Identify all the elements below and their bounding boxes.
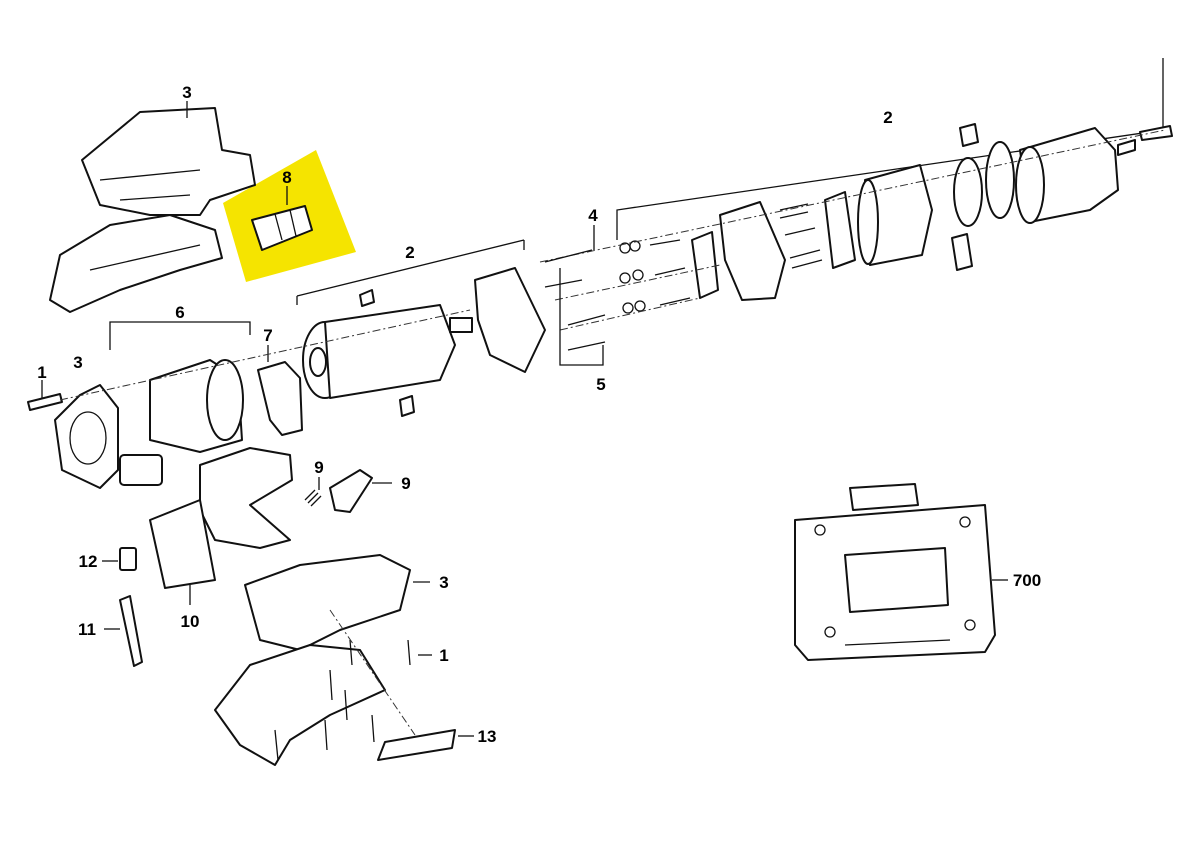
label-3-endcap: 3 bbox=[73, 353, 82, 372]
motor-assembly[interactable] bbox=[119, 359, 244, 486]
label-11: 11 bbox=[78, 620, 96, 639]
springs-and-pins bbox=[619, 203, 823, 314]
endcap-3[interactable] bbox=[54, 384, 119, 489]
label-10: 10 bbox=[181, 612, 200, 631]
housing-half-bottom[interactable] bbox=[214, 554, 411, 766]
label-4: 4 bbox=[588, 206, 598, 225]
label-7: 7 bbox=[263, 326, 272, 345]
screws-1-bottom[interactable] bbox=[274, 639, 411, 761]
led-12[interactable] bbox=[119, 547, 137, 571]
trigger-switch-10[interactable] bbox=[149, 447, 293, 589]
label-12: 12 bbox=[79, 552, 98, 571]
screw-1-left[interactable] bbox=[27, 393, 63, 411]
label-3-top: 3 bbox=[182, 83, 191, 102]
label-700: 700 bbox=[1013, 571, 1041, 590]
housing-half-top[interactable] bbox=[49, 107, 256, 313]
chuck-assembly[interactable] bbox=[691, 123, 1173, 301]
slider-9[interactable] bbox=[329, 469, 373, 513]
label-1-bottom: 1 bbox=[439, 646, 448, 665]
label-3-bottom: 3 bbox=[439, 573, 448, 592]
screws-4-5[interactable] bbox=[544, 249, 606, 351]
label-9-spring: 9 bbox=[314, 458, 323, 477]
label-8: 8 bbox=[282, 168, 291, 187]
motor-clip-7[interactable] bbox=[257, 361, 303, 436]
label-1-left: 1 bbox=[37, 363, 46, 382]
label-5: 5 bbox=[596, 375, 605, 394]
label-2-gearbox: 2 bbox=[405, 243, 414, 262]
label-9-slider: 9 bbox=[401, 474, 410, 493]
label-2-chuck: 2 bbox=[883, 108, 892, 127]
label-13: 13 bbox=[478, 727, 497, 746]
spring-9[interactable] bbox=[304, 489, 322, 507]
nameplate-13[interactable] bbox=[377, 729, 456, 761]
gearbox-assembly[interactable] bbox=[302, 267, 546, 417]
screwdriver-bit-11[interactable] bbox=[119, 595, 143, 667]
switch-part-8[interactable] bbox=[251, 205, 313, 251]
carry-case-700[interactable] bbox=[794, 483, 996, 661]
label-6: 6 bbox=[175, 303, 184, 322]
